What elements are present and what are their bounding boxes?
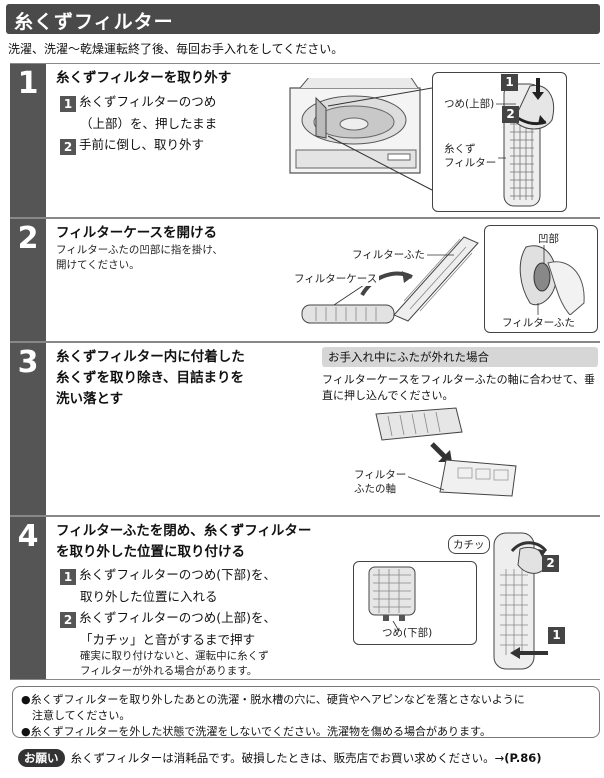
caution-line: ●糸くずフィルターを取り外したあとの洗濯・脱水槽の穴に、硬貨やヘアピンなどを落と… <box>21 693 525 706</box>
label-tsume-bottom: つめ(下部) <box>382 627 433 639</box>
substep-cont: 取り外した位置に入れる <box>80 589 218 604</box>
caution-line: ●糸くずフィルターを外した状態で洗濯をしないでください。洗濯物を傷める場合があり… <box>21 725 491 738</box>
step-title: 糸くずフィルターを取り外す <box>56 70 232 86</box>
section-title: 糸くずフィルター <box>14 11 174 33</box>
substep-text: 糸くずフィルターのつめ(上部)を、 <box>79 610 277 625</box>
step-number: 4 <box>10 517 46 679</box>
page-reference-link[interactable]: (P.86) <box>504 751 542 765</box>
step-title: 糸くずフィルター内に付着した 糸くずを取り除き、目詰まりを 洗い落とす <box>56 349 245 407</box>
intro-text: 洗濯、洗濯～乾燥運転終了後、毎回お手入れをしてください。 <box>8 42 344 56</box>
step-2: 2 フィルターケースを開ける フィルターふたの凹部に指を掛け、 開けてください。… <box>10 218 600 342</box>
section-title-bar: 糸くずフィルター <box>6 4 600 34</box>
warning-note: 確実に取り付けないと、運転中に糸くず フィルターが外れる場合があります。 <box>80 650 269 677</box>
substep-badge: 1 <box>60 96 76 112</box>
substep-badge: 2 <box>60 612 76 628</box>
request-note: お願い糸くずフィルターは消耗品です。破損したときは、販売店でお買い求めください。… <box>18 749 541 767</box>
step-title: フィルターケースを開ける <box>56 225 218 241</box>
label-click-sound: カチッ <box>448 535 490 554</box>
notice-text: フィルターケースをフィルターふたの軸に合わせて、垂直に押し込んでください。 <box>322 373 596 402</box>
caution-line: 注意してください。 <box>21 709 131 722</box>
step-description: フィルターふたの凹部に指を掛け、 開けてください。 <box>56 244 223 271</box>
substep-badge: 2 <box>60 139 76 155</box>
washer-illustration <box>289 78 432 191</box>
substep-cont: 「カチッ」と音がするまで押す <box>80 632 256 647</box>
label-filter-lid-2: フィルターふた <box>500 315 577 330</box>
step-3: 3 糸くずフィルター内に付着した 糸くずを取り除き、目詰まりを 洗い落とす <box>10 342 600 516</box>
request-badge: お願い <box>18 749 65 767</box>
figure-badge-1: 1 <box>548 627 565 644</box>
step-title: フィルターふたを閉め、糸くずフィルター を取り外した位置に取り付ける <box>56 523 312 560</box>
step-number: 2 <box>10 219 46 341</box>
label-recess: 凹部 <box>538 233 559 245</box>
substep-cont: （上部）を、押したまま <box>80 116 218 131</box>
caution-box: ●糸くずフィルターを取り外したあとの洗濯・脱水槽の穴に、硬貨やヘアピンなどを落と… <box>12 686 600 738</box>
substep-text: 糸くずフィルターのつめ(下部)を、 <box>79 567 277 582</box>
step-number: 3 <box>10 343 46 515</box>
request-text: 糸くずフィルターは消耗品です。破損したときは、販売店でお買い求めください。→ <box>70 751 505 765</box>
label-filter-case: フィルターケース <box>292 271 380 286</box>
figure-badge-1: 1 <box>501 74 518 91</box>
label-lint-filter: 糸くず フィルター <box>442 142 499 170</box>
figure-badge-2: 2 <box>502 106 519 123</box>
tsume-bottom-illustration <box>368 566 416 632</box>
label-lid-axis: フィルター ふたの軸 <box>352 468 409 496</box>
reinstall-filter-illustration <box>493 532 548 670</box>
substep-text: 糸くずフィルターのつめ <box>79 94 217 109</box>
label-tsume-top: つめ(上部) <box>442 96 497 111</box>
step-number: 1 <box>10 64 46 217</box>
reattach-lid-illustration <box>375 407 517 497</box>
recess-detail-illustration <box>519 245 585 316</box>
substep-text: 手前に倒し、取り外す <box>79 137 205 152</box>
label-filter-lid: フィルターふた <box>350 247 427 262</box>
figure-badge-2: 2 <box>542 555 559 572</box>
substep-badge: 1 <box>60 569 76 585</box>
notice-heading: お手入れ中にふたが外れた場合 <box>322 347 598 367</box>
